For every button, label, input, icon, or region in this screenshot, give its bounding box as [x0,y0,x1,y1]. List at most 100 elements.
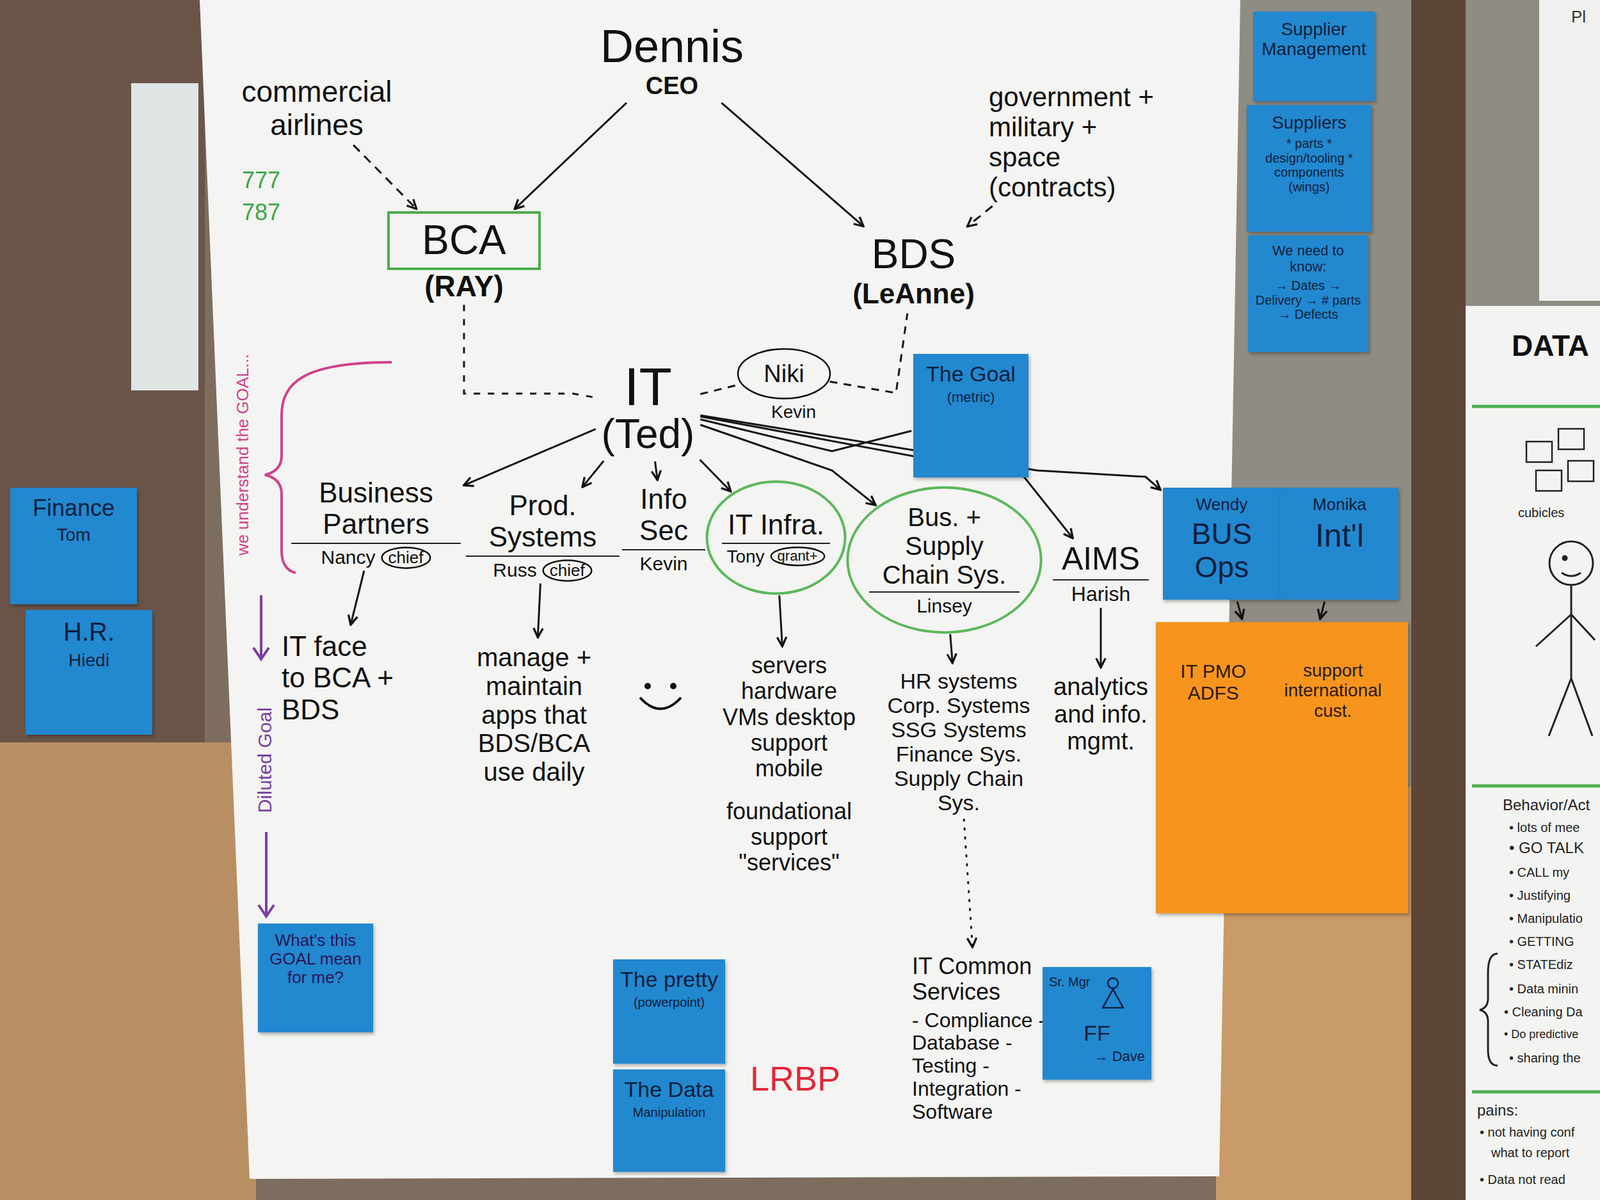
node-text: → Dave [1048,1048,1145,1065]
connector [967,206,992,227]
oval-outline-path [542,560,592,581]
node-title: IT face to BCA + BDS [281,630,394,726]
note-label: • Manipulatio [1509,911,1583,926]
node-title: The pretty [620,967,719,992]
node-title: IT PMO ADFS [1171,660,1256,704]
note-label: what to report [1491,1145,1570,1160]
note-label: • GETTING [1509,934,1574,949]
node-text: Tom [56,524,91,545]
node-title: IT Infra. [721,508,831,544]
node-title: Prod. Systems [465,489,620,557]
node-title: chief [388,548,424,568]
sticky-note: Sr. MgrFF→ Dave [1042,967,1152,1080]
chief-oval: chief [542,559,593,582]
person-sketch [1536,541,1595,736]
chief-oval: chief [380,546,432,569]
cubicle-box [1526,441,1552,463]
node-text: (metric) [947,389,996,406]
node-title: Supplier Management [1259,19,1369,60]
connector [721,103,864,227]
node-title: The Data [624,1077,715,1102]
node-title: grant+ [777,548,818,565]
connector [700,424,876,506]
person-oval: grant+ [769,546,826,567]
note-label: Pl [1571,7,1586,27]
sticky-note: WendyBUS Ops [1162,487,1281,600]
connector [353,145,417,210]
node-text: support international cust. [1273,660,1392,721]
node-text: - Compliance - Database - Testing - Inte… [912,1009,1047,1124]
green-rule [1472,1090,1600,1094]
node-title: Business Partners [291,476,461,544]
wooden-post [1411,0,1466,1200]
purple-arrow [253,595,269,660]
ceo-label: DennisCEO [563,20,781,100]
team-column: Prod. SystemsRusschief [465,489,620,582]
note-label: • Data minin [1509,981,1579,996]
duty-text: IT face to BCA + BDS [281,630,394,726]
connector [464,428,596,486]
note-label: • Cleaning Da [1504,1004,1583,1019]
department-label: IT(Ted) [579,359,717,455]
node-title: Niki [763,360,804,388]
person-oval: Niki [736,346,832,401]
oval-outline-path [381,547,431,568]
connector [464,304,596,398]
person-head [1107,977,1119,989]
window [131,83,199,391]
node-text: foundational support "services" [715,798,863,877]
note-label: • GO TALK [1509,839,1584,857]
note-label: • Justifying [1509,888,1571,903]
node-title: The Goal [926,361,1016,386]
node-title: IT Common Services [912,953,1047,1006]
connector [963,819,973,948]
oval-outline-path [847,487,1041,633]
oval-outline-path [770,547,825,566]
customer-label: commercial airlines [220,75,413,142]
note-label: pains: [1477,1102,1519,1120]
team-column: Business PartnersNancychief [291,476,461,569]
duty-text: IT Common Services- Compliance - Databas… [912,953,1047,1124]
orange-sticky: IT PMO ADFS support international cust. [1155,622,1408,914]
note-label: • Do predictive [1504,1027,1579,1041]
green-rule [1472,405,1600,409]
node-text: (RAY) [387,270,541,304]
connector [514,103,627,210]
node-title: IT [579,359,717,414]
node-title: BCA [387,211,541,271]
customer-label: government + military + space (contracts… [988,81,1156,203]
smiley [640,684,681,710]
node-text: Kevin [639,552,688,575]
smiley-eye [671,684,676,688]
team-column: AIMSHarish [1052,540,1149,607]
note-label: cubicles [1518,505,1565,520]
connector [1100,608,1103,668]
sticky-note: The DataManipulation [613,1069,726,1172]
team-circle: Bus. + Supply Chain Sys.Linsey [843,481,1046,639]
node-text: Int'l [1315,517,1364,554]
division-label: BDS(LeAnne) [844,231,983,310]
node-text: * parts * design/tooling * components (w… [1253,136,1366,194]
connector [1237,601,1242,619]
person-eye [1562,556,1567,560]
note-label: • STATEdiz [1509,957,1574,972]
node-title: manage + maintain apps that BDS/BCA use … [455,643,613,787]
sticky-note: MonikaInt'l [1280,487,1399,600]
note-label: Behavior/Act [1502,796,1590,815]
sticky-note: Supplier Management [1253,11,1375,102]
connector [830,313,908,393]
node-text: Linsey [916,595,973,617]
wood-floor [0,742,256,1200]
node-text: → Dates → Delivery → # parts → Defects [1254,278,1362,322]
pink-brace [264,362,392,573]
node-text: (powerpoint) [633,995,705,1010]
sticky-note: What's this GOAL mean for me? [257,923,374,1033]
note-label: • lots of mee [1509,820,1580,835]
node-text: Hiedi [68,650,110,671]
node-title: H.R. [63,617,115,647]
node-text: Harish [1071,583,1131,607]
duty-text: manage + maintain apps that BDS/BCA use … [455,643,613,787]
node-title: Bus. + Supply Chain Sys. [869,503,1020,593]
